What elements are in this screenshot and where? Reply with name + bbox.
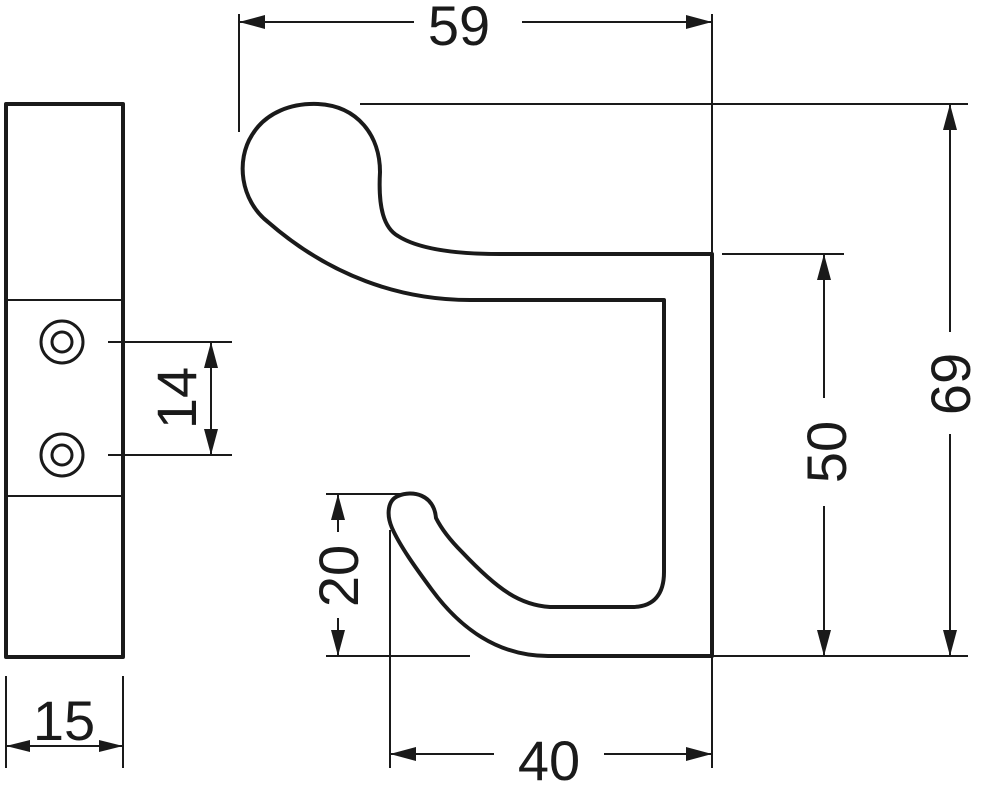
double-hook-front-view — [240, 101, 714, 658]
dim-label-overall-width: 59 — [428, 0, 490, 57]
dim-label-plate-width: 15 — [33, 689, 95, 752]
arrowhead-lower-width-left — [390, 747, 416, 761]
dim-label-lower-hook-height: 20 — [307, 545, 370, 607]
dim-label-screw-hole-spacing: 14 — [145, 367, 208, 429]
arrowhead-plate-width-right — [99, 740, 123, 752]
dimension-overall-height: 69 — [360, 103, 982, 657]
arrowhead-lower-hook-top — [331, 494, 345, 520]
arrowhead-body-top — [817, 254, 831, 280]
mounting-plate-side-view: 14 15 — [4, 102, 232, 768]
arrowhead-height-top — [943, 104, 957, 130]
dimension-hook-body-height: 50 — [722, 253, 858, 656]
mounting-plate-outline — [4, 102, 125, 659]
arrowhead-plate-width-left — [6, 740, 30, 752]
screw-hole-upper — [39, 319, 85, 365]
arrowhead-hole-spacing-bottom — [204, 429, 218, 455]
arrowhead-width-left — [239, 15, 265, 29]
arrowhead-height-bottom — [943, 630, 957, 656]
hook-outline — [240, 101, 714, 658]
dimension-lower-hook-width: 40 — [389, 530, 713, 785]
dimension-lower-hook-height: 20 — [307, 493, 470, 657]
dim-label-lower-hook-width: 40 — [518, 729, 580, 785]
screw-hole-lower — [39, 432, 85, 478]
arrowhead-lower-hook-bottom — [331, 630, 345, 656]
arrowhead-hole-spacing-top — [204, 342, 218, 368]
arrowhead-body-bottom — [817, 630, 831, 656]
dimension-overall-width: 59 — [238, 0, 713, 254]
arrowhead-width-right — [686, 15, 712, 29]
dim-label-hook-body-height: 50 — [795, 421, 858, 483]
dim-label-overall-height: 69 — [919, 353, 982, 415]
arrowhead-lower-width-right — [686, 747, 712, 761]
